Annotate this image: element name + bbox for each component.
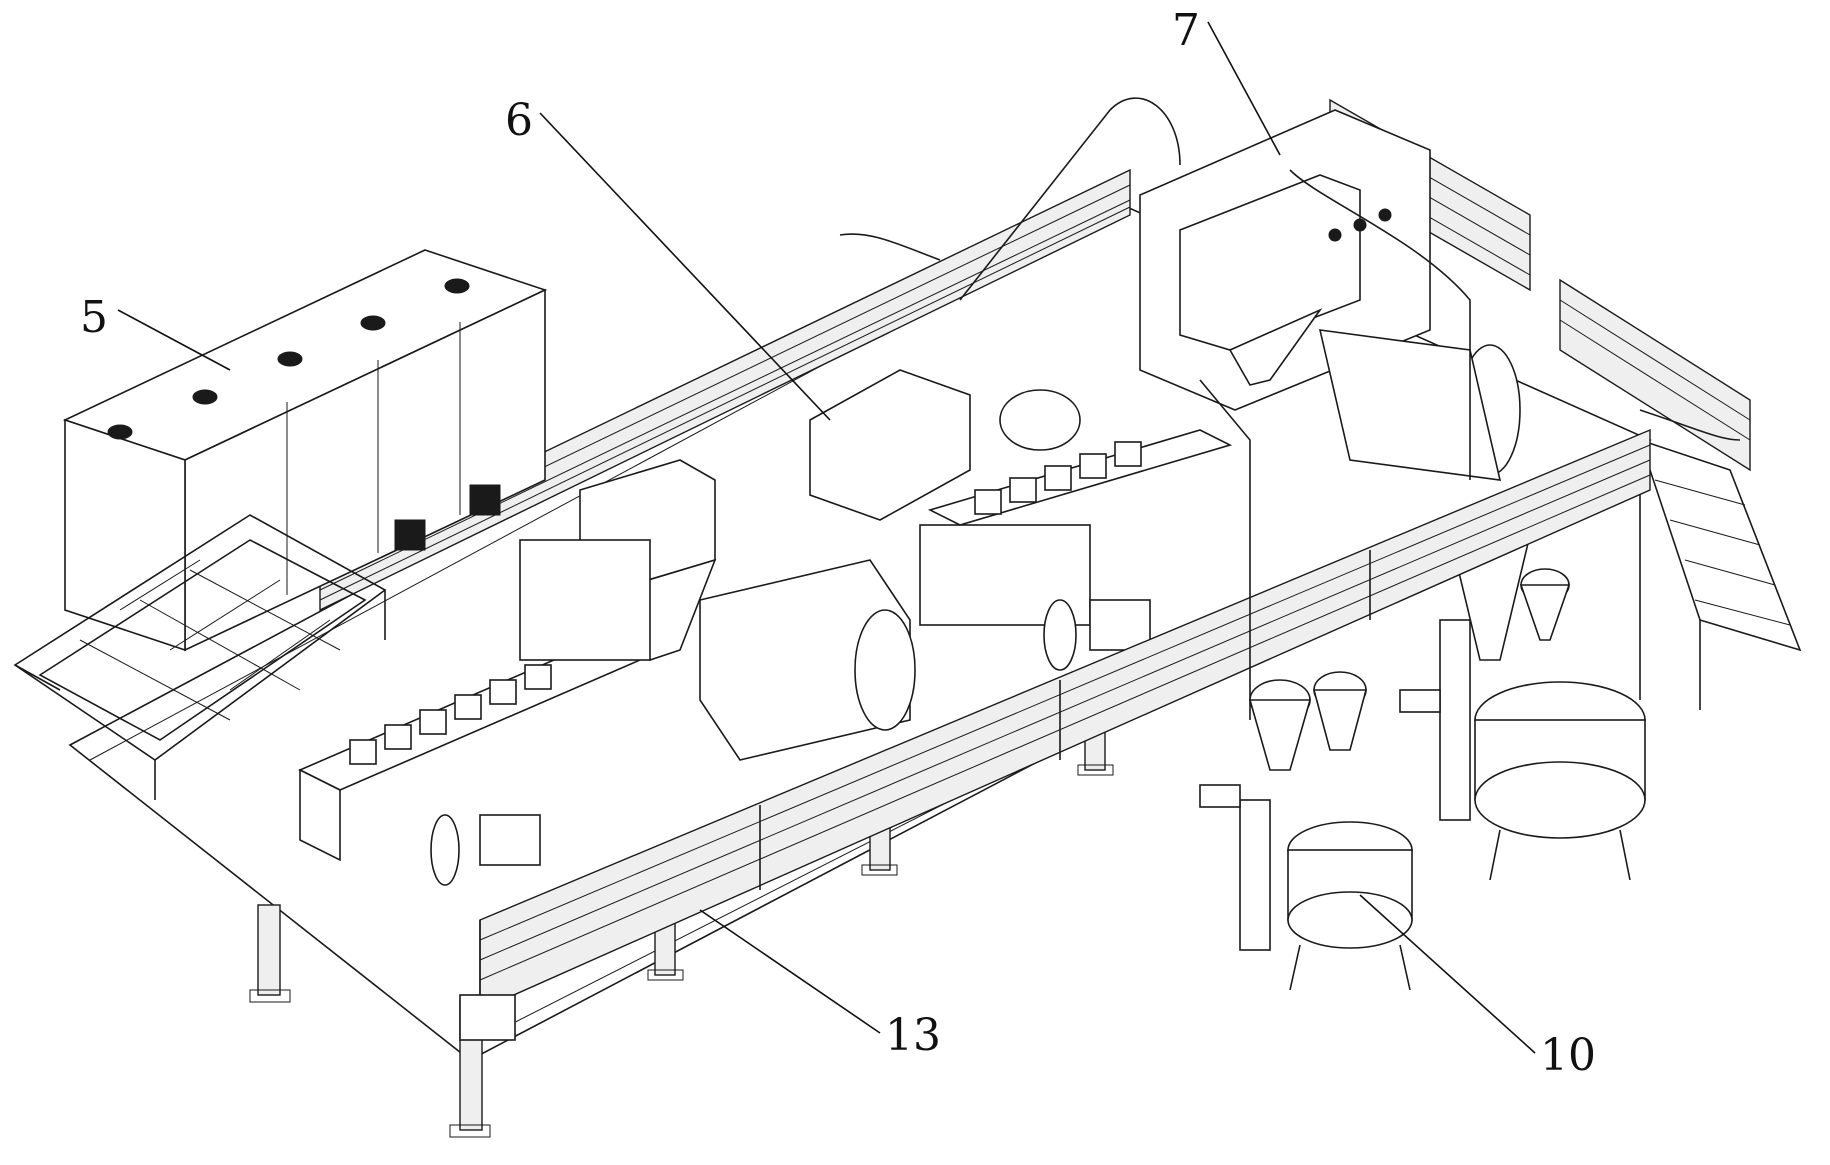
- control-cabinet: [62, 249, 548, 652]
- leader-7: [1207, 21, 1281, 156]
- barrel-heaters-left: [349, 664, 552, 765]
- leader-5: [117, 309, 231, 371]
- front-railing: [459, 428, 1651, 1041]
- leader-13: [699, 909, 881, 1034]
- hopper-unit-upper: [1139, 109, 1521, 481]
- extruder-left: [298, 459, 916, 886]
- callout-leaders: [117, 21, 1536, 1054]
- overhead-pipes: [839, 97, 1741, 720]
- callout-5: 5: [80, 292, 108, 343]
- truss-frame: [13, 514, 387, 800]
- extruder-middle: [809, 369, 1233, 671]
- access-stairs: [1638, 438, 1802, 710]
- callout-7: 7: [1172, 5, 1200, 56]
- barrel-heaters-middle: [974, 441, 1142, 515]
- callout-6: 6: [505, 95, 533, 146]
- callout-13: 13: [885, 1010, 941, 1061]
- mixing-tank-front: [1199, 671, 1413, 991]
- leader-10: [1359, 894, 1536, 1054]
- callout-10: 10: [1540, 1030, 1596, 1081]
- leader-6: [539, 112, 831, 421]
